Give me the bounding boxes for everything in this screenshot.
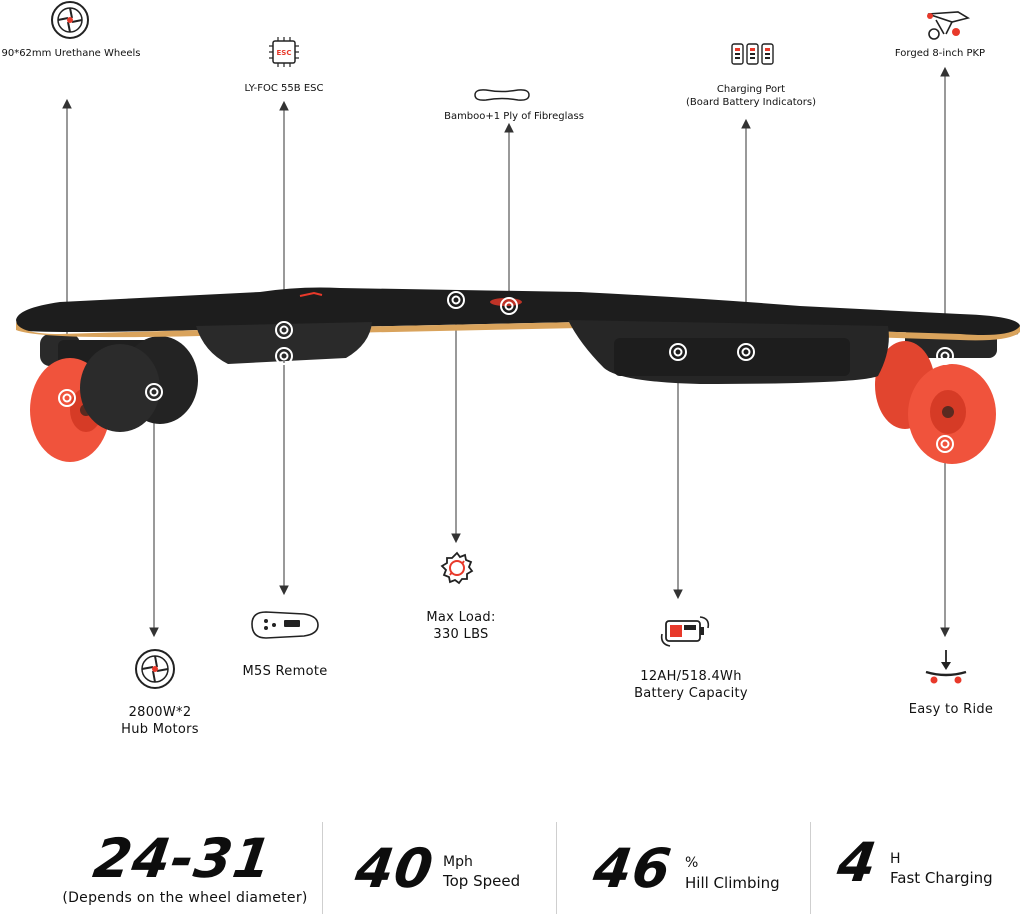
speed-unit: Mph — [443, 854, 473, 870]
battery-indicator-icon — [731, 43, 774, 65]
stats-divider-1 — [322, 822, 323, 914]
hill-unit: % — [685, 855, 699, 871]
charge-value: 4 — [833, 831, 882, 894]
easy-ride-label: Easy to Ride — [908, 702, 994, 717]
speed-value: 40 — [351, 837, 438, 900]
max-load-label: Max Load: — [426, 610, 496, 625]
stats-divider-2 — [556, 822, 557, 914]
motors-sublabel: Hub Motors — [121, 722, 199, 737]
remote-icon — [251, 611, 319, 639]
deck-icon — [474, 89, 530, 101]
easy-ride-icon — [925, 650, 967, 684]
battery-icon — [660, 616, 710, 647]
esc-chip-icon: ESC — [269, 37, 299, 67]
hill-label: Hill Climbing — [685, 874, 780, 892]
max-load-gear-icon — [440, 551, 474, 585]
battery-capacity-value: 12AH/518.4Wh — [640, 669, 742, 684]
wheel-icon — [51, 1, 89, 39]
wheels-label: 90*62mm Urethane Wheels — [1, 48, 141, 59]
charge-label: Fast Charging — [890, 869, 993, 887]
charging-port-label: Charging Port — [716, 84, 786, 95]
remote-label: M5S Remote — [242, 664, 328, 679]
stats-divider-3 — [810, 822, 811, 914]
speed-label: Top Speed — [443, 872, 521, 890]
trucks-label: Forged 8-inch PKP — [894, 48, 986, 59]
hill-value: 46 — [589, 837, 676, 900]
motors-label: 2800W*2 — [128, 705, 192, 720]
hub-motor-icon — [135, 649, 175, 689]
range-value: 24-31 — [89, 827, 277, 890]
charge-unit: H — [890, 851, 901, 867]
truck-icon — [927, 11, 971, 40]
esc-label: LY-FOC 55B ESC — [244, 83, 324, 94]
max-load-value: 330 LBS — [433, 627, 489, 642]
battery-capacity-label: Battery Capacity — [634, 686, 748, 701]
esc-chip-text: ESC — [277, 49, 292, 57]
deck-label: Bamboo+1 Ply of Fibreglass — [444, 111, 584, 122]
range-note: (Depends on the wheel diameter) — [62, 890, 308, 906]
charging-port-sublabel: (Board Battery Indicators) — [686, 97, 816, 108]
